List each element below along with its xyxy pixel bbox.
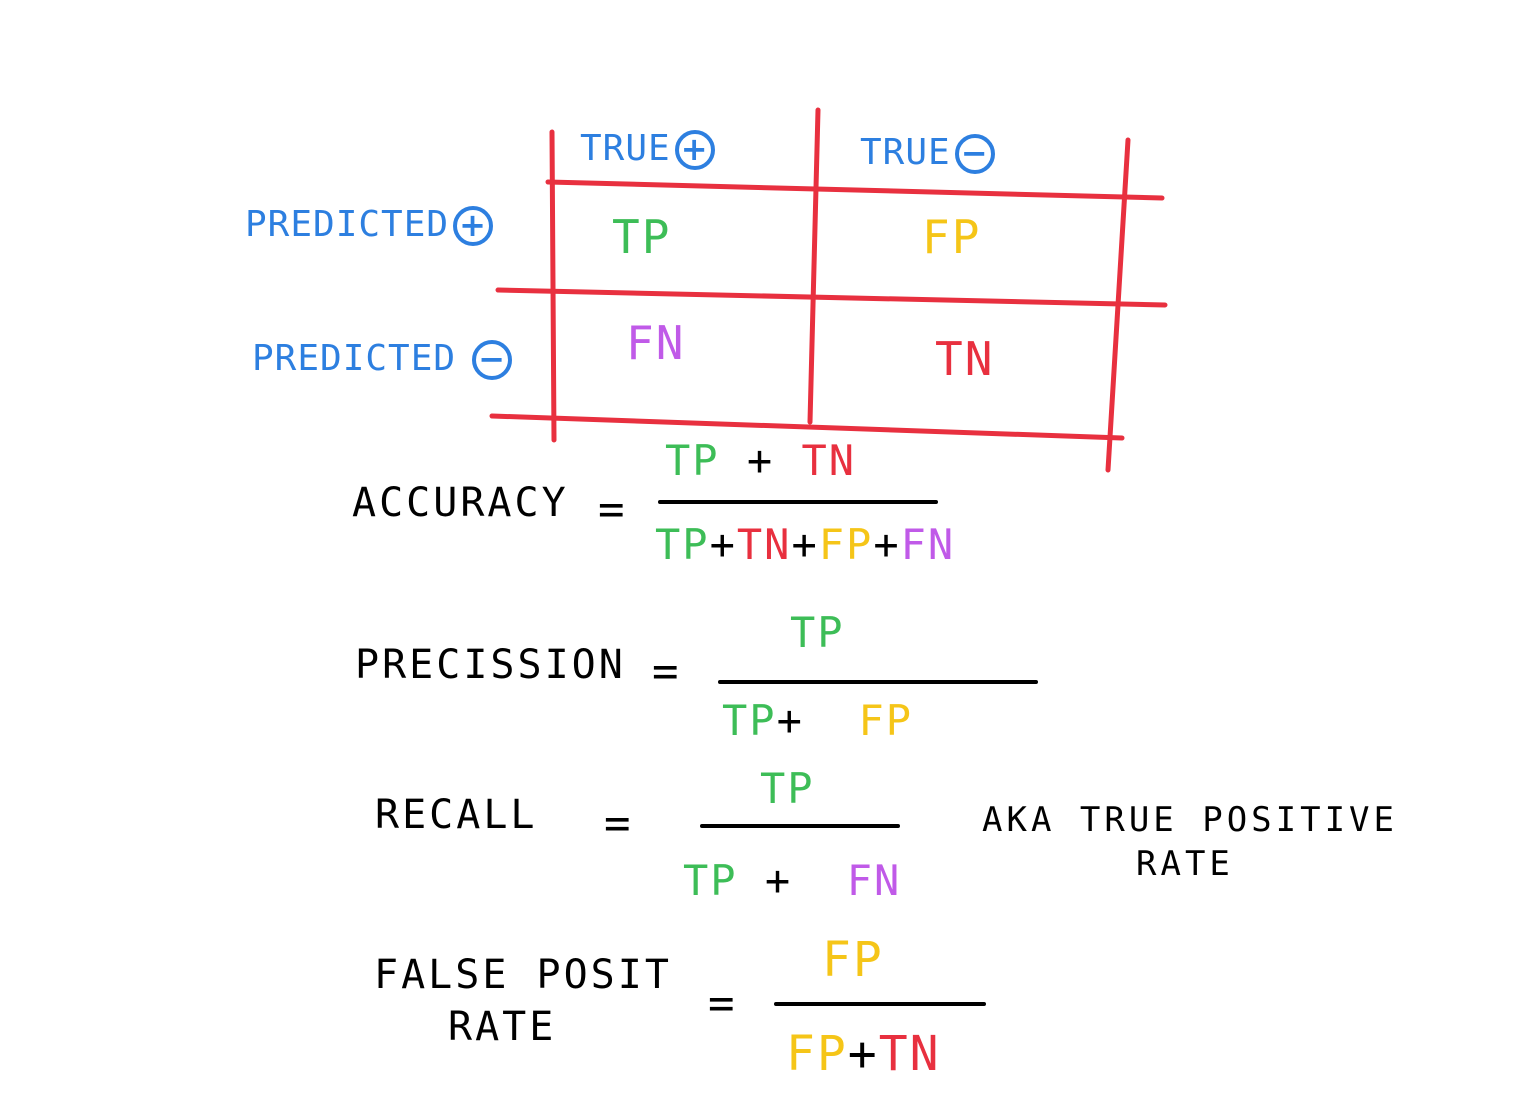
fpr-label-line1: FALSE POSIT — [374, 952, 672, 998]
precision-label: PRECISSION — [355, 642, 626, 688]
recall-fraction-bar — [700, 824, 900, 828]
fpr-denominator: FP+TN — [786, 1026, 941, 1082]
accuracy-num-tp: TP — [665, 436, 720, 485]
precision-denominator: TP+ FP — [722, 696, 913, 745]
accuracy-denominator: TP+TN+FP+FN — [655, 520, 955, 569]
fpr-label-line2: RATE — [448, 1004, 557, 1050]
accuracy-den-plus-2: + — [791, 520, 819, 569]
grid-line-h2 — [495, 287, 1168, 308]
precision-fraction-bar — [718, 680, 1038, 684]
accuracy-num-plus: + — [746, 436, 775, 485]
grid-line-h3 — [489, 413, 1125, 441]
recall-note-line2: RATE — [1136, 844, 1234, 884]
row-predicted-positive: PREDICTED+ — [245, 204, 494, 246]
plus-circle-icon: + — [453, 206, 494, 246]
accuracy-den-tn: TN — [736, 520, 792, 569]
recall-den-tp: TP — [683, 856, 738, 905]
fpr-fraction-bar — [774, 1002, 986, 1006]
header-true-positive-text: TRUE — [580, 128, 671, 169]
row-predicted-positive-text: PREDICTED — [245, 204, 450, 245]
header-true-positive: TRUE+ — [580, 128, 715, 170]
minus-circle-icon: − — [954, 134, 995, 174]
plus-circle-icon: + — [674, 130, 715, 170]
accuracy-den-plus-1: + — [709, 520, 737, 569]
cell-tn: TN — [935, 332, 995, 386]
cell-fn: FN — [626, 316, 686, 370]
precision-equals: = — [652, 646, 679, 697]
header-true-negative-text: TRUE — [860, 132, 951, 173]
grid-line-v1 — [549, 129, 557, 443]
precision-den-fp: FP — [858, 696, 914, 745]
accuracy-den-fn: FN — [900, 520, 956, 569]
grid-line-h1 — [545, 179, 1165, 201]
fpr-den-fp: FP — [786, 1026, 848, 1082]
accuracy-den-plus-3: + — [873, 520, 901, 569]
cell-tp: TP — [612, 210, 672, 264]
row-predicted-negative-text: PREDICTED — [252, 338, 457, 379]
fpr-numerator: FP — [822, 932, 884, 988]
accuracy-num-tn: TN — [801, 436, 857, 485]
recall-numerator: TP — [760, 764, 815, 813]
accuracy-label: ACCURACY — [352, 480, 569, 526]
precision-den-tp: TP — [722, 696, 777, 745]
recall-equals: = — [604, 798, 631, 849]
precision-den-plus: + — [776, 696, 804, 745]
grid-line-v2 — [807, 107, 821, 425]
recall-denominator: TP + FN — [683, 856, 901, 905]
recall-den-plus: + — [764, 856, 793, 905]
recall-den-fn: FN — [846, 856, 902, 905]
recall-note-line1: AKA TRUE POSITIVE — [982, 800, 1398, 840]
recall-label: RECALL — [375, 792, 538, 838]
accuracy-fraction-bar — [658, 500, 938, 504]
minus-circle-icon: − — [472, 340, 513, 380]
accuracy-equals: = — [598, 484, 625, 535]
accuracy-den-tp: TP — [655, 520, 710, 569]
row-predicted-negative: PREDICTED− — [252, 338, 513, 380]
accuracy-numerator: TP + TN — [665, 436, 856, 485]
fpr-den-plus: + — [847, 1026, 879, 1082]
fpr-equals: = — [708, 978, 735, 1029]
precision-numerator: TP — [790, 608, 845, 657]
accuracy-den-fp: FP — [818, 520, 874, 569]
header-true-negative: TRUE− — [860, 132, 995, 174]
fpr-den-tn: TN — [878, 1026, 941, 1082]
cell-fp: FP — [922, 210, 982, 264]
